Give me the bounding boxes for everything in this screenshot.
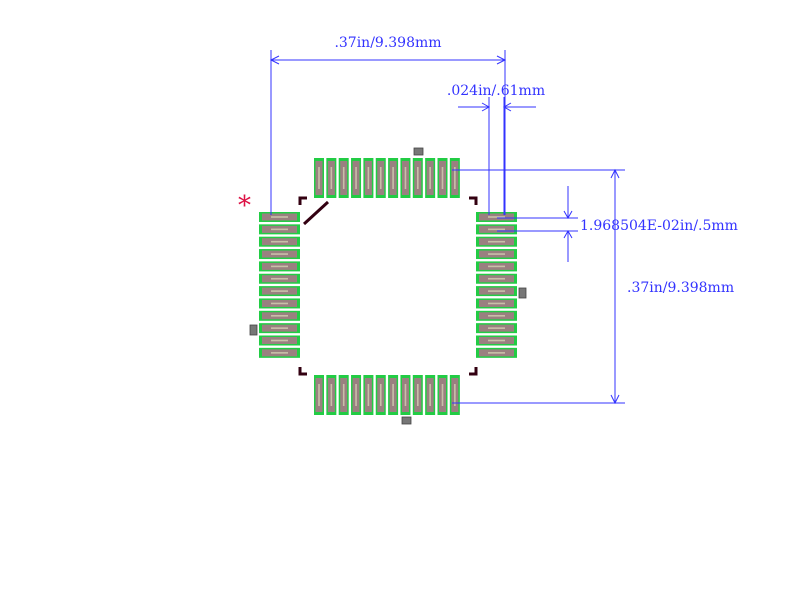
pad: [476, 236, 517, 247]
silkscreen-corner-top-right: [469, 196, 478, 205]
pad: [314, 375, 324, 415]
pad: [412, 375, 423, 415]
pad: [476, 212, 517, 222]
pad: [400, 375, 411, 415]
arrowhead: [481, 102, 491, 112]
pad-width-label: .024in/.61mm: [447, 83, 545, 99]
fiducials: [249, 147, 527, 425]
pad: [449, 158, 460, 198]
pad: [476, 273, 517, 284]
dimension-pitch: [497, 186, 578, 262]
arrowhead: [610, 168, 620, 179]
pad: [326, 158, 337, 198]
overall-width-label: .37in/9.398mm: [334, 35, 441, 51]
fiducial-top: [413, 147, 424, 156]
arrowhead: [496, 55, 507, 65]
pad: [449, 375, 460, 415]
arrowhead: [610, 394, 620, 405]
pad: [375, 375, 386, 415]
pad: [388, 158, 399, 198]
pad: [259, 212, 300, 222]
overall-height-label: .37in/9.398mm: [627, 280, 734, 296]
pads-right-column: [476, 212, 517, 358]
pin-one-marker: *: [238, 191, 251, 221]
pad: [476, 323, 517, 334]
pads-left-column: [259, 212, 300, 358]
pad: [437, 158, 448, 198]
pad: [351, 375, 362, 415]
pad: [259, 273, 300, 284]
fiducial-right: [518, 287, 527, 299]
pad: [412, 158, 423, 198]
pad: [476, 310, 517, 321]
fiducial-left: [249, 324, 258, 336]
silkscreen-corner-top-left: [298, 196, 307, 205]
dimension-overall-width: [269, 50, 507, 215]
pad: [476, 261, 517, 272]
pad: [259, 347, 300, 358]
pad: [388, 375, 399, 415]
pad: [259, 323, 300, 334]
pad: [425, 375, 436, 415]
pad: [338, 158, 349, 198]
pad: [259, 286, 300, 297]
pad: [476, 249, 517, 260]
silkscreen-corner-bottom-left: [298, 367, 307, 376]
pad: [476, 298, 517, 309]
pad: [338, 375, 349, 415]
pad: [375, 158, 386, 198]
pad: [351, 158, 362, 198]
pad: [425, 158, 436, 198]
pads-bottom-row: [314, 375, 460, 415]
pad: [363, 158, 374, 198]
pad: [400, 158, 411, 198]
pad: [437, 375, 448, 415]
pin-one-bevel-line: [302, 200, 330, 226]
pad: [314, 158, 324, 198]
arrowhead: [563, 229, 573, 239]
silkscreen-corner-bottom-right: [469, 367, 478, 376]
pad: [259, 224, 300, 235]
pad: [259, 298, 300, 309]
pad: [476, 286, 517, 297]
dimension-pad-width: [458, 97, 536, 215]
pitch-label: 1.968504E-02in/.5mm: [580, 218, 738, 234]
fiducial-bottom: [401, 416, 412, 425]
silkscreen-outline: [298, 196, 478, 376]
pad: [259, 249, 300, 260]
dimension-overall-height: [452, 168, 625, 405]
arrowhead: [502, 102, 512, 112]
pad: [326, 375, 337, 415]
pad: [363, 375, 374, 415]
pads-top-row: [314, 158, 460, 198]
pad: [259, 310, 300, 321]
arrowhead: [269, 55, 280, 65]
pad: [476, 224, 517, 235]
pad: [476, 335, 517, 346]
arrowhead: [563, 210, 573, 220]
pad: [259, 335, 300, 346]
pad: [476, 347, 517, 358]
pad: [259, 236, 300, 247]
pad: [259, 261, 300, 272]
